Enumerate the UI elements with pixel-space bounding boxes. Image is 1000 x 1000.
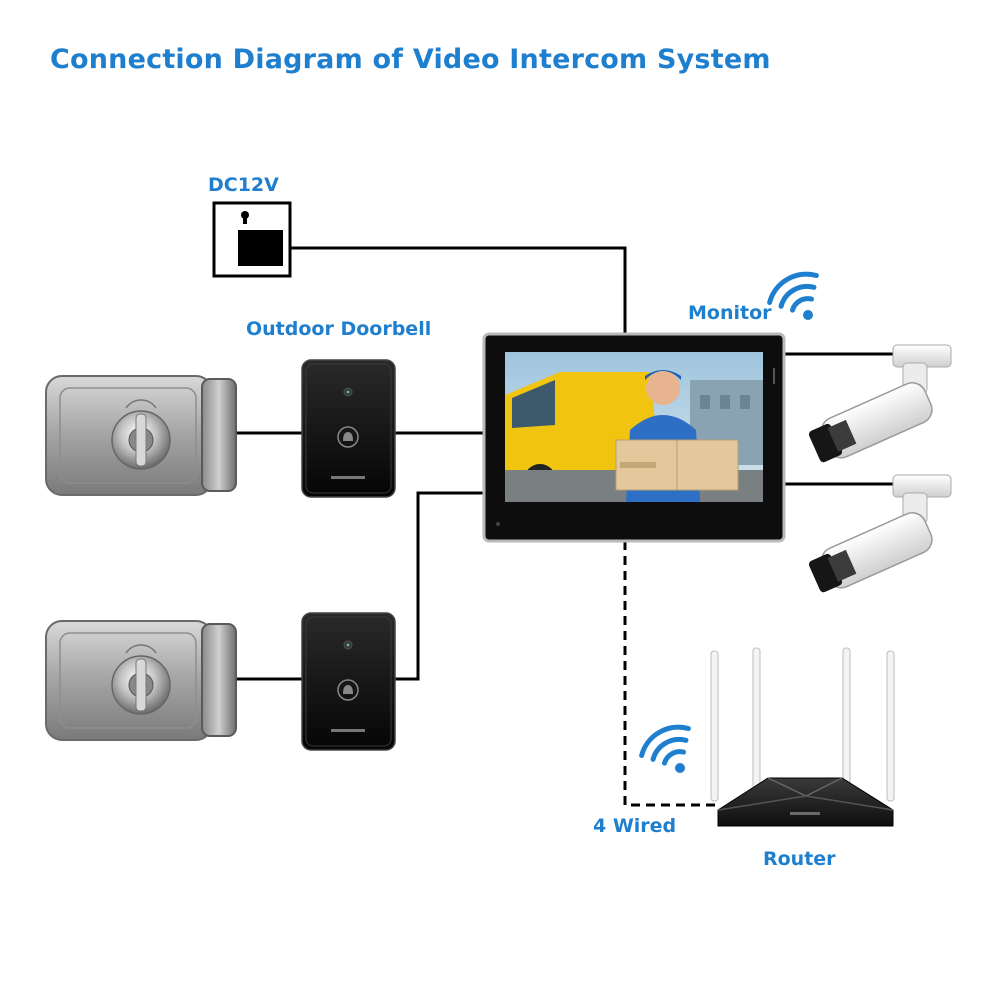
diagram-title: Connection Diagram of Video Intercom Sys… (50, 44, 771, 75)
doorbell2-wire (395, 491, 484, 681)
monitor-screen (505, 352, 763, 502)
bell-icon (337, 679, 359, 701)
wires (234, 246, 893, 681)
doorbell-icon (301, 359, 396, 498)
camera-icon (808, 344, 952, 463)
doorbell-icon (301, 612, 396, 751)
wifi-icon (639, 724, 691, 773)
router-icon (710, 647, 895, 827)
doorbell-label: Outdoor Doorbell (246, 318, 432, 340)
electric-lock-icon (45, 375, 237, 496)
router-label: Router (763, 848, 836, 870)
power-wire (290, 246, 627, 334)
power-outlet-icon (212, 201, 292, 278)
wired-label: 4 Wired (593, 815, 677, 837)
monitor-label: Monitor (688, 302, 772, 324)
router-wire (623, 541, 718, 807)
electric-lock-icon (45, 620, 237, 741)
wifi-icon (767, 271, 819, 320)
camera-icon (808, 474, 952, 593)
monitor-icon (482, 332, 786, 543)
power-label: DC12V (208, 174, 279, 196)
bell-icon (337, 426, 359, 448)
